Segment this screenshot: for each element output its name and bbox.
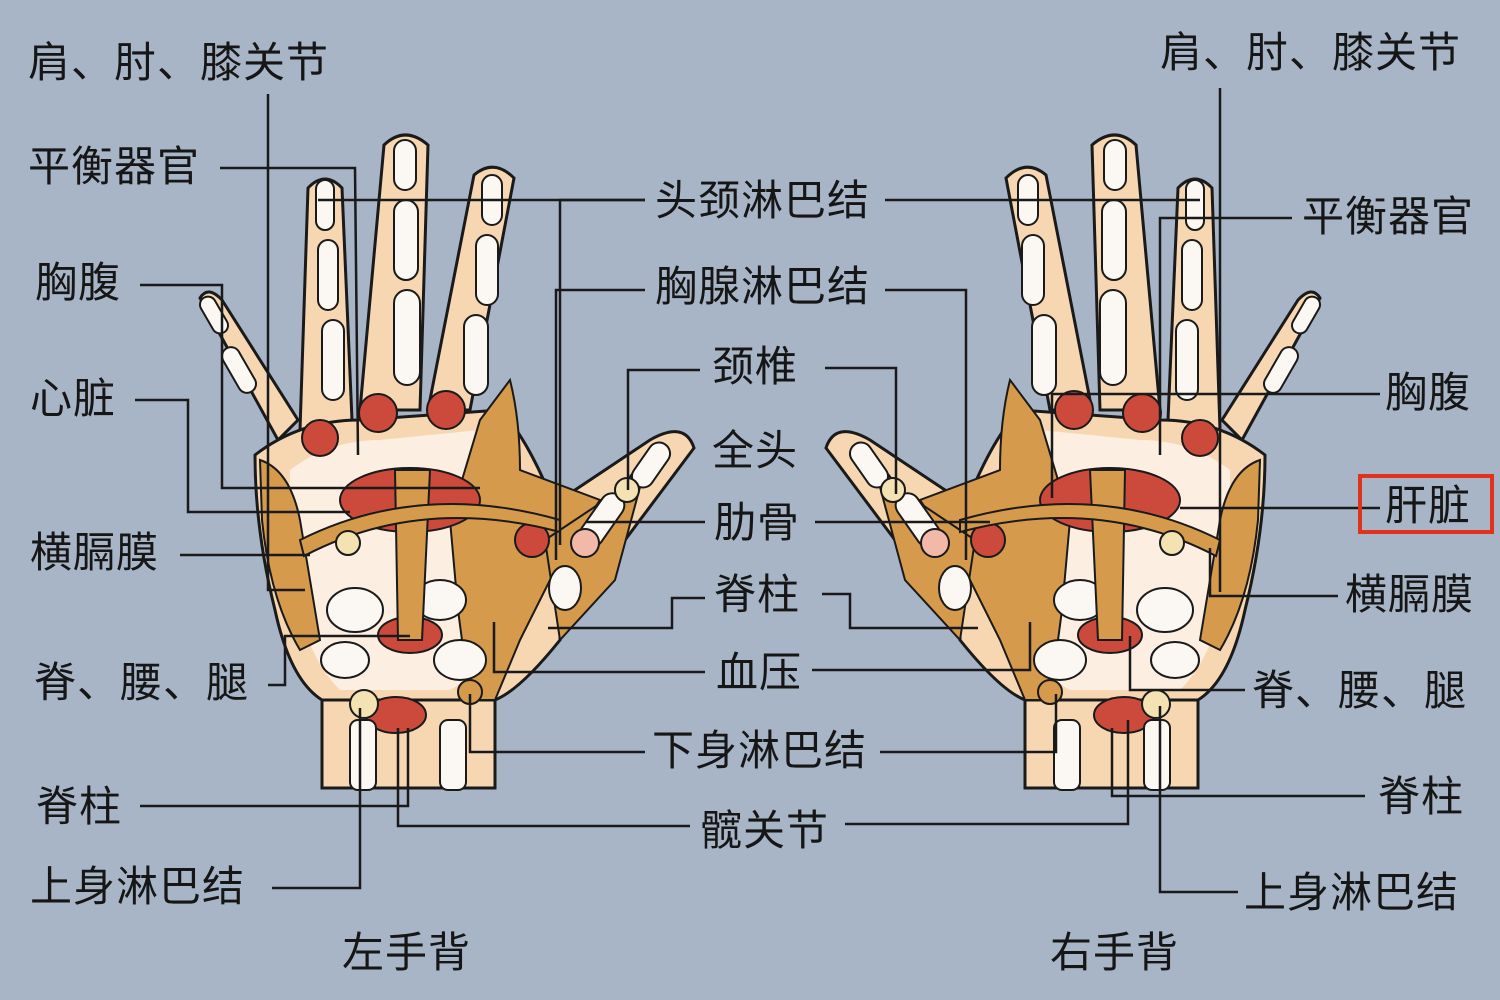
label-liver: 肝脏 — [1385, 481, 1472, 530]
label-whole-head: 全头 — [712, 426, 799, 475]
label-shoulder-elbow-knee-left: 肩、肘、膝关节 — [28, 38, 330, 87]
label-upper-lymph-left: 上身淋巴结 — [30, 862, 246, 911]
label-diaphragm-right: 横膈膜 — [1345, 570, 1475, 619]
label-spine-right: 脊柱 — [1378, 772, 1465, 821]
label-chest-abdomen-right: 胸腹 — [1385, 368, 1472, 417]
label-spine-left: 脊柱 — [36, 782, 123, 831]
label-lower-lymph: 下身淋巴结 — [652, 726, 868, 775]
label-cervical: 颈椎 — [712, 342, 799, 391]
leader-lines — [135, 88, 1380, 894]
label-hip-joint: 髋关节 — [700, 806, 830, 855]
label-diaphragm-left: 横膈膜 — [30, 528, 160, 577]
label-chest-abdomen-left: 胸腹 — [35, 258, 122, 307]
right-hand — [824, 133, 1325, 792]
caption-right-hand-back: 右手背 — [1050, 928, 1180, 977]
label-shoulder-elbow-knee-right: 肩、肘、膝关节 — [1160, 28, 1462, 77]
label-heart: 心脏 — [30, 374, 117, 423]
left-hand — [195, 133, 696, 792]
label-balance-right: 平衡器官 — [1302, 192, 1475, 241]
label-head-neck-lymph: 头颈淋巴结 — [655, 176, 871, 225]
label-spine-waist-leg-right: 脊、腰、腿 — [1252, 666, 1468, 715]
label-upper-lymph-right: 上身淋巴结 — [1244, 868, 1460, 917]
label-chest-gland-lymph: 胸腺淋巴结 — [655, 262, 871, 311]
liver-highlight-box — [1358, 474, 1494, 534]
label-balance-left: 平衡器官 — [28, 142, 201, 191]
caption-left-hand-back: 左手背 — [342, 928, 472, 977]
label-blood-pressure: 血压 — [716, 648, 803, 697]
label-spine-center: 脊柱 — [714, 570, 801, 619]
label-ribs: 肋骨 — [714, 498, 801, 547]
label-spine-waist-leg-left: 脊、腰、腿 — [34, 658, 250, 707]
